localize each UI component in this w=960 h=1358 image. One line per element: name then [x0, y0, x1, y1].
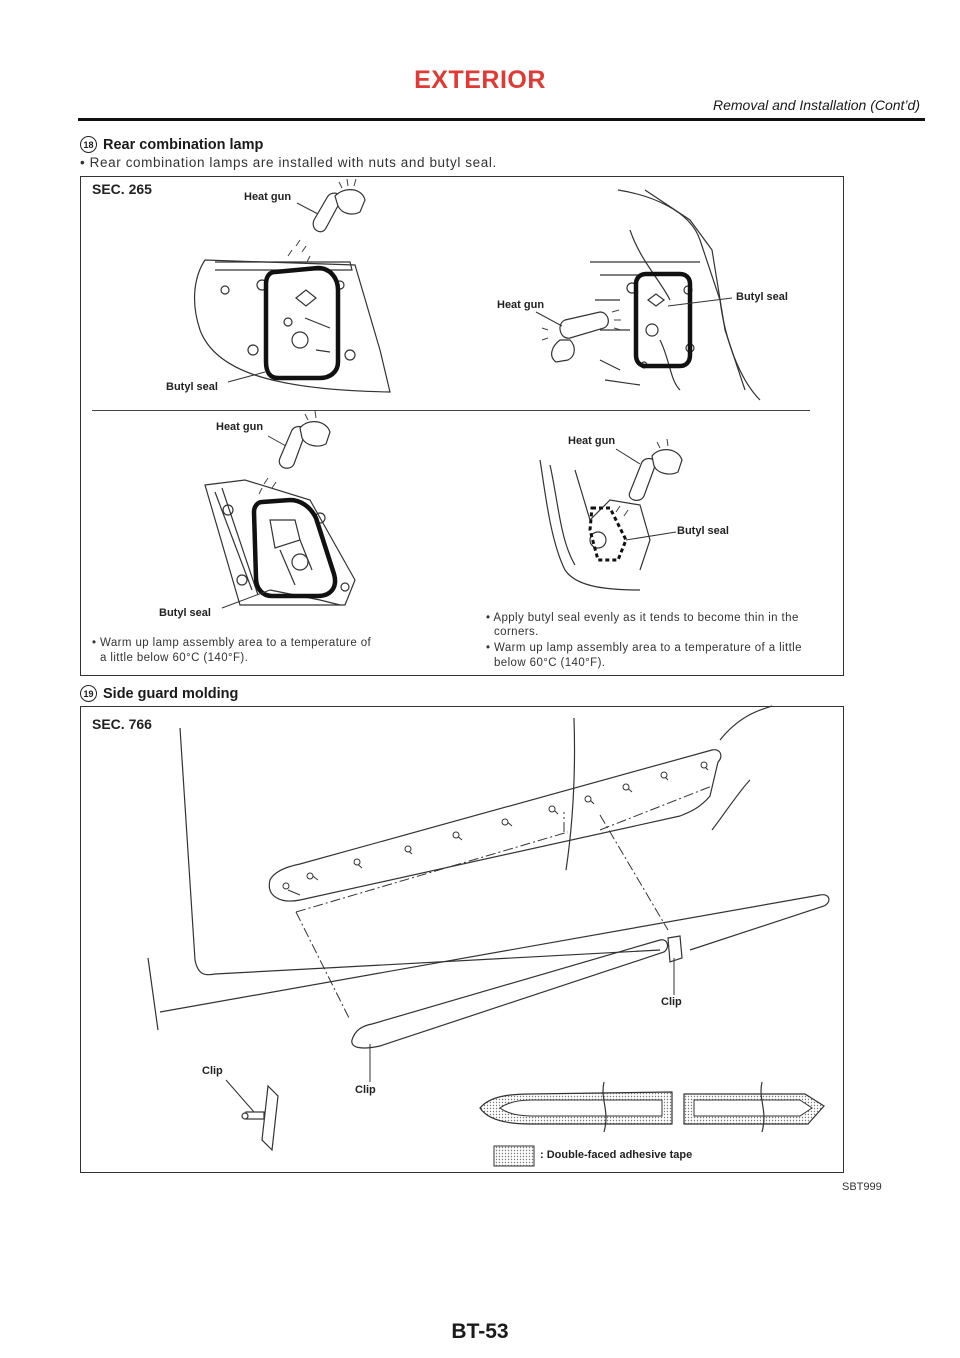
- label-butyl-seal-1: Butyl seal: [166, 381, 218, 393]
- page-subtitle: Removal and Installation (Cont’d): [713, 97, 920, 113]
- section-18-heading: 18 Rear combination lamp: [80, 136, 263, 153]
- label-heat-gun-2: Heat gun: [497, 299, 545, 311]
- section-18-title: Rear combination lamp: [103, 136, 264, 153]
- page-number: BT-53: [451, 1320, 509, 1343]
- label-clip-detail: Clip: [202, 1065, 223, 1077]
- label-heat-gun-1: Heat gun: [244, 191, 292, 203]
- label-butyl-seal-3: Butyl seal: [159, 607, 211, 619]
- header-rule: [78, 118, 925, 121]
- page-title: EXTERIOR: [414, 66, 546, 94]
- note-right-line-4: below 60°C (140°F).: [494, 657, 606, 669]
- rear-lamp-figure-frame: [80, 176, 844, 676]
- sec-766-label: SEC. 766: [92, 716, 152, 732]
- figure-divider: [92, 410, 810, 411]
- note-right-line-3: • Warm up lamp assembly area to a temper…: [486, 642, 802, 654]
- label-heat-gun-3: Heat gun: [216, 421, 264, 433]
- note-right-line-2: corners.: [494, 626, 539, 638]
- note-right-line-1: • Apply butyl seal evenly as it tends to…: [486, 612, 799, 624]
- label-butyl-seal-2: Butyl seal: [736, 291, 788, 303]
- sec-265-label: SEC. 265: [92, 181, 152, 197]
- section-18-number: 18: [80, 136, 97, 153]
- side-molding-figure-frame: [80, 706, 844, 1173]
- label-butyl-seal-4: Butyl seal: [677, 525, 729, 537]
- section-19-heading: 19 Side guard molding: [80, 685, 238, 702]
- note-left-line-1: • Warm up lamp assembly area to a temper…: [92, 637, 372, 649]
- figure-reference: SBT999: [842, 1181, 882, 1193]
- section-19-title: Side guard molding: [103, 685, 239, 702]
- section-18-bullet: • Rear combination lamps are installed w…: [80, 155, 497, 170]
- section-19-number: 19: [80, 685, 97, 702]
- tape-legend: : Double-faced adhesive tape: [540, 1149, 693, 1161]
- label-heat-gun-4: Heat gun: [568, 435, 616, 447]
- label-clip-rear: Clip: [661, 996, 682, 1008]
- label-clip-front: Clip: [355, 1084, 376, 1096]
- note-left-line-2: a little below 60°C (140°F).: [100, 652, 249, 664]
